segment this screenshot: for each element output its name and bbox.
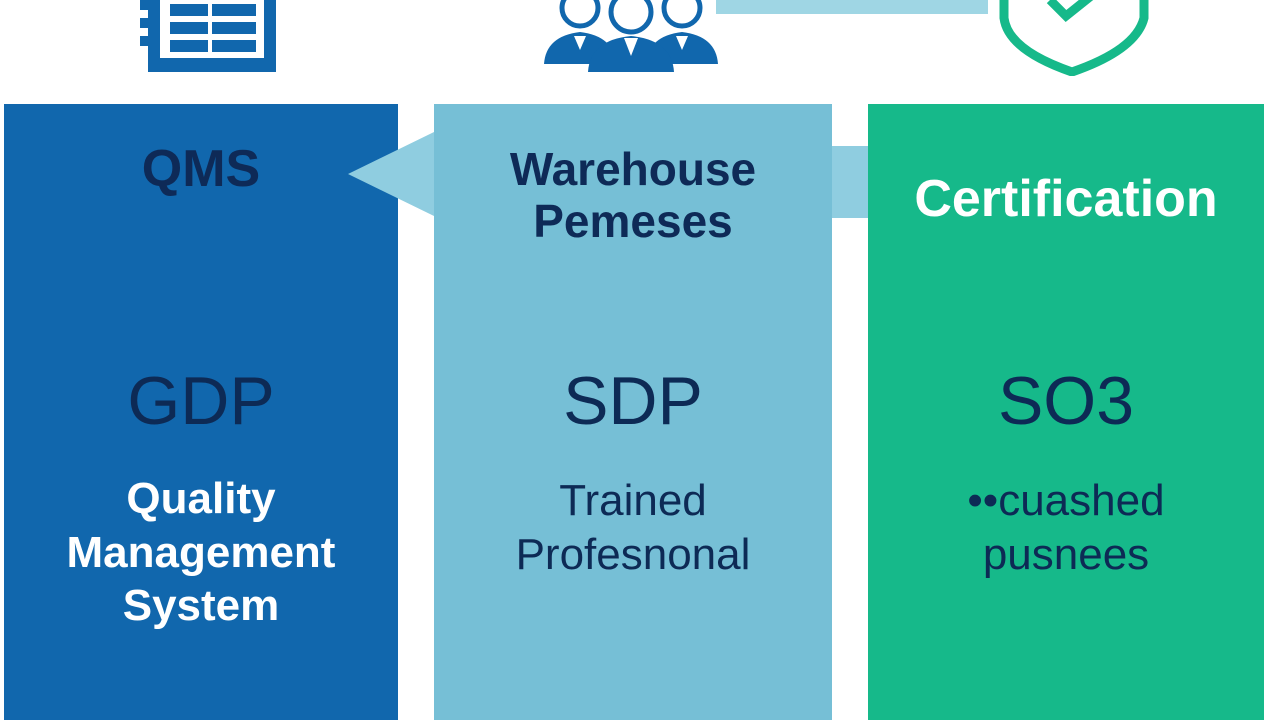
certification-panel <box>868 104 1264 720</box>
certification-description-line-1: ••cuashed <box>967 476 1165 525</box>
warehouse-title-line-2: Pemeses <box>533 194 733 247</box>
qms-description-line-1: Quality <box>126 474 276 523</box>
people-group-icon <box>544 0 718 72</box>
right-connector <box>832 146 868 218</box>
certification-description-line-2: pusnees <box>982 529 1150 579</box>
top-connector <box>716 0 988 14</box>
warehouse-title: Warehouse Pemeses <box>434 143 832 247</box>
qms-description-line-3: System <box>122 581 280 631</box>
warehouse-description: Trained Profesnonal <box>434 474 832 581</box>
shield-check-icon <box>999 0 1149 76</box>
warehouse-code: SDP <box>563 363 703 439</box>
qms-code: GDP <box>127 363 275 439</box>
warehouse-description-line-2: Profesnonal <box>515 529 751 579</box>
warehouse-panel <box>434 104 832 720</box>
qms-title: QMS <box>141 140 261 198</box>
certification-code: SO3 <box>997 363 1135 439</box>
certification-title: Certification <box>914 170 1218 228</box>
warehouse-description-line-1: Trained <box>559 476 707 525</box>
qms-panel <box>4 104 398 720</box>
qms-description: Quality Management System <box>4 472 398 633</box>
warehouse-title-line-1: Warehouse <box>509 143 757 195</box>
notebook-icon <box>140 0 276 72</box>
left-arrow <box>348 132 434 216</box>
qms-description-line-2: Management <box>66 527 336 577</box>
certification-description: ••cuashed pusnees <box>868 474 1264 581</box>
